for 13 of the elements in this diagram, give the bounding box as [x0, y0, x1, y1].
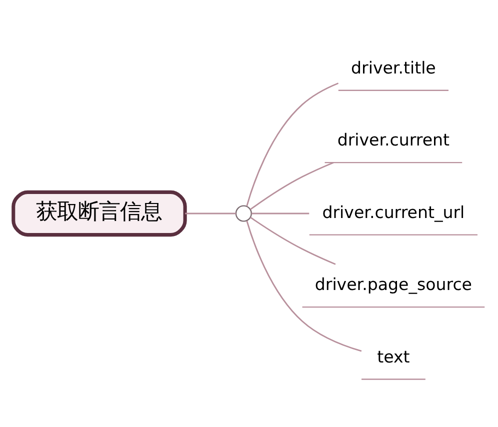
- connector: [246, 220, 362, 352]
- connector: [246, 82, 339, 206]
- node-box: 获取断言信息: [12, 190, 187, 237]
- connector: [252, 212, 310, 214]
- connector: [250, 216, 336, 265]
- connector: [250, 162, 334, 210]
- node-circle: [235, 205, 252, 222]
- node-text: driver.current_url: [322, 202, 465, 222]
- connector: [185, 212, 236, 214]
- node-text: driver.page_source: [314, 275, 472, 294]
- node-text: driver.current: [337, 130, 450, 150]
- node-text: text: [377, 347, 410, 366]
- node-text: driver.title: [351, 58, 436, 78]
